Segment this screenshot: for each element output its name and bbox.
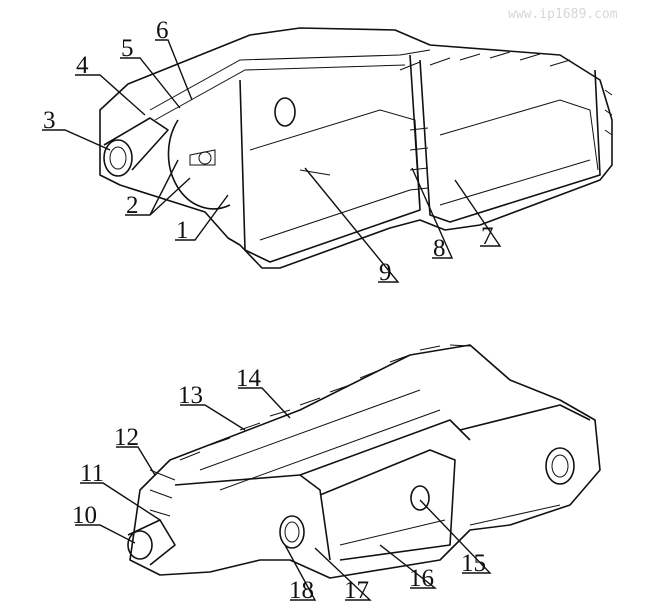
callout-13: 13 (178, 382, 203, 409)
callout-10: 10 (72, 502, 97, 529)
watermark-text: www.ip1689.com (508, 7, 618, 22)
callout-18: 18 (289, 577, 314, 604)
bottom-leaders (75, 387, 492, 601)
callout-15: 15 (461, 550, 486, 577)
callout-12: 12 (114, 424, 139, 451)
callout-6: 6 (156, 17, 169, 44)
callout-16: 16 (409, 565, 434, 592)
callout-1: 1 (176, 217, 189, 244)
callout-14: 14 (236, 365, 262, 392)
callout-7: 7 (481, 223, 494, 250)
top-leaders (42, 39, 502, 283)
callout-4: 4 (76, 52, 89, 79)
callout-3: 3 (43, 107, 56, 134)
callout-17: 17 (344, 577, 369, 604)
callout-11: 11 (80, 460, 104, 487)
callout-5: 5 (121, 35, 134, 62)
callout-8: 8 (433, 235, 446, 262)
callout-9: 9 (379, 259, 392, 286)
callout-2: 2 (126, 192, 139, 219)
top-assembly (99, 27, 613, 269)
bottom-assembly (127, 344, 601, 579)
